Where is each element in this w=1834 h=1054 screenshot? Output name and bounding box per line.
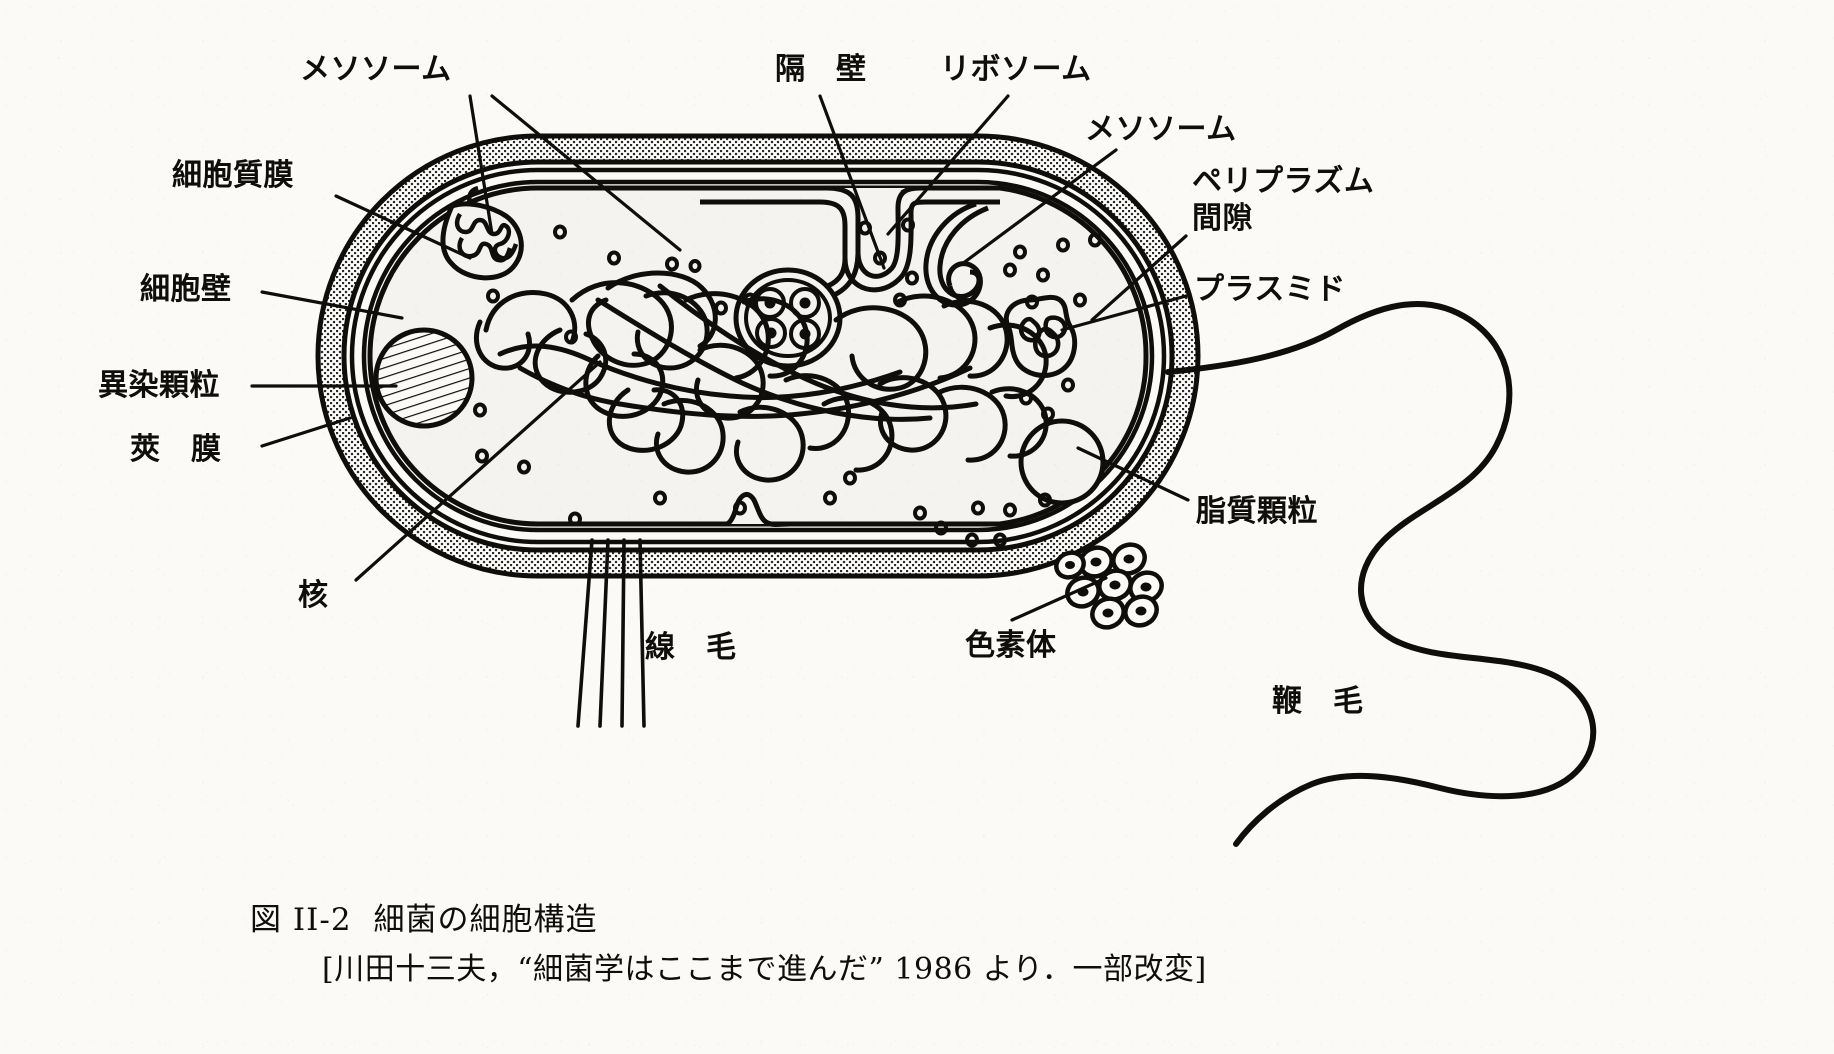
figure-title: 細菌の細胞構造 (373, 902, 598, 938)
figure-caption-source: [川田十三夫，“細菌学はここまで進んだ” 1986 より．一部改変] (322, 952, 1207, 987)
label-cytoplasmic-membrane: 細胞質膜 (172, 158, 294, 193)
label-cell-wall: 細胞壁 (140, 272, 232, 307)
leader-plasmid (1060, 294, 1188, 332)
chromatophore-vesicle (1054, 550, 1086, 580)
label-periplasmic-space: ペリプラズム 間隙 (1192, 164, 1375, 236)
pilus-fiber (638, 538, 646, 728)
label-pili: 線 毛 (645, 630, 737, 665)
mesosome-left-neck (467, 185, 479, 205)
label-nucleoid: 核 (298, 578, 329, 613)
pilus-fiber (598, 538, 610, 728)
leader-chromatophore (1010, 576, 1108, 622)
chromatophore-cluster (1054, 542, 1164, 630)
chromatophore-vesicle (1111, 542, 1147, 576)
lipid-granule-body (1018, 418, 1106, 506)
leader-mesosome-right (960, 148, 1118, 266)
leader-cell-wall (260, 290, 404, 320)
leader-lines (250, 94, 1190, 622)
mesosome-left-structure (440, 185, 524, 281)
flagellum-filament (1165, 300, 1597, 847)
label-mesosome-left: メソソーム (300, 52, 452, 87)
septal-mesosome (733, 267, 843, 369)
cell-wall-outer-line (349, 167, 1167, 545)
label-chromatophore: 色素体 (965, 628, 1057, 663)
mesosome-left-convolution (454, 212, 519, 261)
chromatophore-vesicle (1123, 594, 1159, 628)
pilus-fiber (620, 538, 626, 728)
label-metachromatic-granule: 異染顆粒 (98, 368, 220, 403)
nucleoid-structure (473, 270, 1049, 483)
leader-septum (818, 94, 886, 270)
septum-fold-membrane (700, 185, 1000, 279)
pilus-fiber (576, 538, 594, 728)
label-flagellum: 鞭 毛 (1272, 684, 1364, 719)
label-capsule: 莢 膜 (130, 432, 222, 467)
capsule-inner-line (341, 159, 1175, 553)
plasmid-twist-c (1043, 315, 1068, 340)
label-septum: 隔 壁 (775, 52, 867, 87)
label-lipid-granule: 脂質顆粒 (1196, 494, 1318, 529)
cell-wall-inner-line (361, 179, 1155, 533)
leader-lipid-granule (1076, 446, 1190, 502)
pili-fibers (576, 538, 646, 728)
leader-mesosome-left-a (468, 94, 494, 236)
leader-nucleoid (354, 360, 602, 582)
figure-caption-line1: 図 II-2 細菌の細胞構造 (250, 894, 598, 939)
lipid-granule-structure (1018, 418, 1106, 506)
label-mesosome-right: メソソーム (1085, 112, 1237, 147)
septal-mesosome-inner (744, 278, 832, 358)
label-ribosome: リボソーム (940, 52, 1092, 87)
mesosome-right-spiral-inner (937, 205, 989, 299)
metachromatic-granule-structure (373, 327, 475, 429)
leader-ribosome (886, 94, 1010, 236)
leader-capsule (260, 416, 352, 448)
figure-number: 図 II-2 (250, 902, 352, 938)
metachromatic-granule-body (373, 327, 475, 429)
label-plasmid: プラスミド (1194, 272, 1346, 307)
leader-periplasmic-space (1090, 234, 1188, 322)
flagellum-structure (1165, 300, 1597, 847)
ribosome-dots (473, 217, 1102, 548)
leader-cytoplasmic-membrane (334, 194, 472, 260)
capsule-outer-line (315, 133, 1201, 579)
leader-mesosome-left-b (490, 94, 682, 252)
chromatophore-vesicle (1090, 596, 1126, 630)
